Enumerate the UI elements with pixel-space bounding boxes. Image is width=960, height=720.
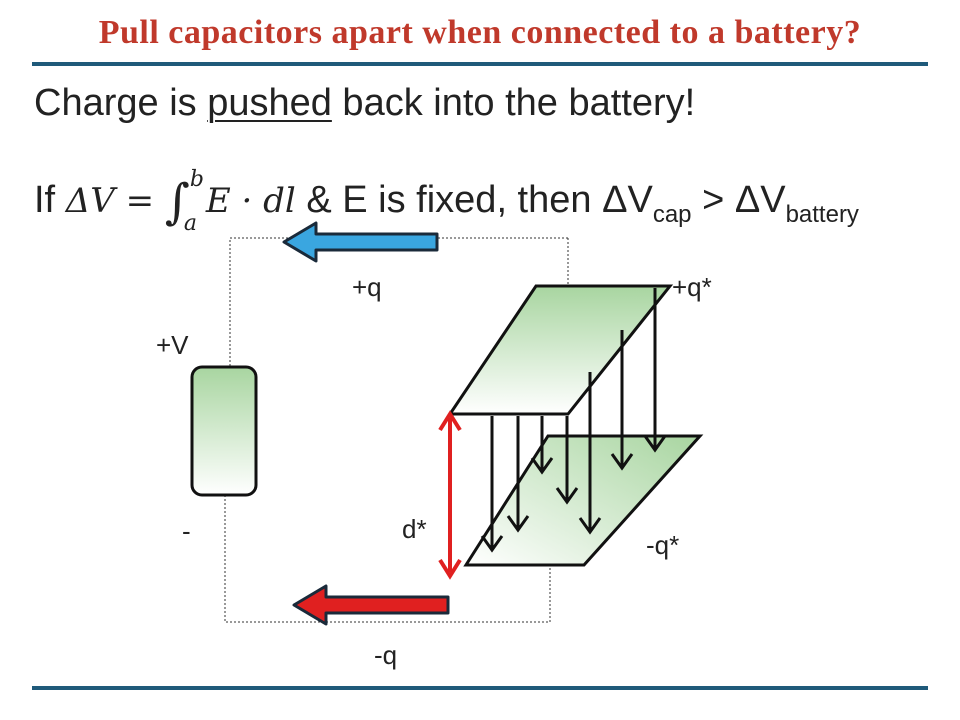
field-arrowhead (610, 453, 634, 471)
field-arrowhead (506, 515, 530, 533)
line1-underlined: pushed (207, 82, 332, 124)
line1-before: Charge is (34, 82, 208, 124)
line2-rest: & E is fixed, then ΔV (295, 179, 653, 221)
label-battery-positive: +V (156, 330, 189, 360)
integral-lower-limit: a (183, 210, 198, 236)
field-arrowhead (530, 457, 554, 475)
label-separation: d* (402, 514, 427, 544)
label-top-plate-charge: +q* (672, 272, 712, 302)
subscript-battery: battery (785, 201, 859, 228)
integral-sign: ∫ (164, 174, 190, 230)
field-arrowheads (480, 435, 667, 553)
separation-arrow (438, 410, 462, 580)
top-divider (32, 62, 928, 66)
integral-upper-limit: b (189, 166, 205, 192)
wire-bottom (224, 495, 551, 623)
line1-after: back into the battery! (331, 82, 696, 124)
line2-gt: > ΔV (691, 179, 786, 221)
label-top-charge: +q (352, 272, 382, 302)
field-arrowhead (480, 535, 504, 553)
label-bottom-charge: -q (374, 640, 397, 670)
label-battery-negative: - (182, 516, 191, 546)
electric-field-lines (490, 288, 657, 548)
integrand: E · dl (205, 181, 296, 221)
label-bottom-plate-charge: -q* (646, 530, 679, 560)
subscript-cap: cap (652, 201, 692, 228)
field-arrowhead (643, 435, 667, 453)
slide-title: Pull capacitors apart when connected to … (98, 14, 862, 51)
line2-if: If (34, 179, 66, 221)
battery (190, 365, 258, 497)
top-current-arrow (282, 221, 439, 263)
field-arrowhead (578, 517, 602, 535)
delta-v-symbol: ΔV = (65, 181, 165, 221)
field-arrowhead (555, 487, 579, 505)
circuit-wires (224, 237, 569, 623)
bottom-divider (32, 686, 928, 690)
top-capacitor-plate (447, 284, 674, 416)
bottom-current-arrow (292, 584, 450, 626)
statement-line-1: Charge is pushed back into the battery! (34, 82, 695, 125)
wire-top-left (229, 237, 568, 368)
